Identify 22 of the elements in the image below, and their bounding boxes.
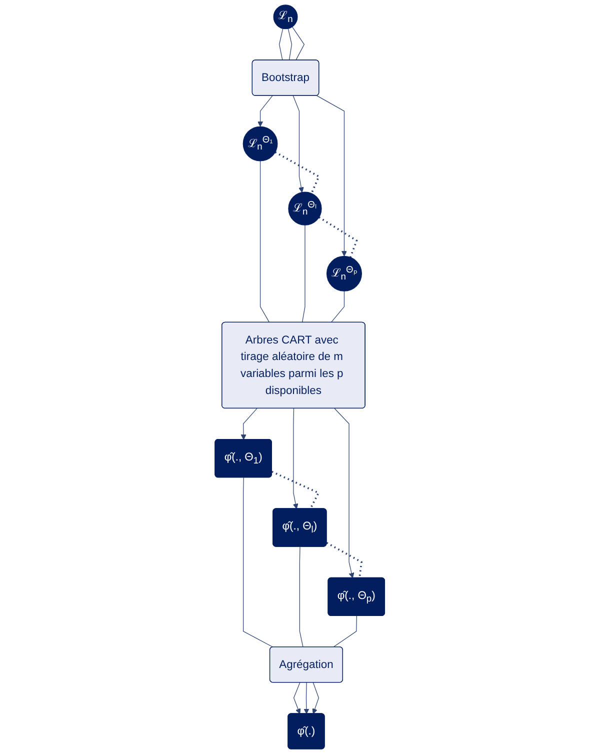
connector <box>242 477 274 648</box>
connector <box>271 470 320 510</box>
connector <box>330 290 344 323</box>
connector <box>274 151 320 194</box>
node-circle: ℒ$_{n}$ <box>272 4 298 30</box>
arrow <box>240 408 257 440</box>
connector <box>326 542 362 578</box>
arrow <box>312 682 319 714</box>
arrow <box>292 96 304 193</box>
arrow <box>292 408 298 510</box>
arrow <box>316 95 347 256</box>
arrow <box>257 96 272 127</box>
connector <box>332 616 357 648</box>
arrow <box>303 682 309 714</box>
connector <box>278 28 283 61</box>
connector <box>318 216 358 258</box>
connector <box>302 224 305 323</box>
connector <box>299 546 304 648</box>
connector <box>260 160 270 323</box>
connector <box>288 28 292 61</box>
arrow <box>334 408 354 578</box>
arrow <box>293 682 300 714</box>
